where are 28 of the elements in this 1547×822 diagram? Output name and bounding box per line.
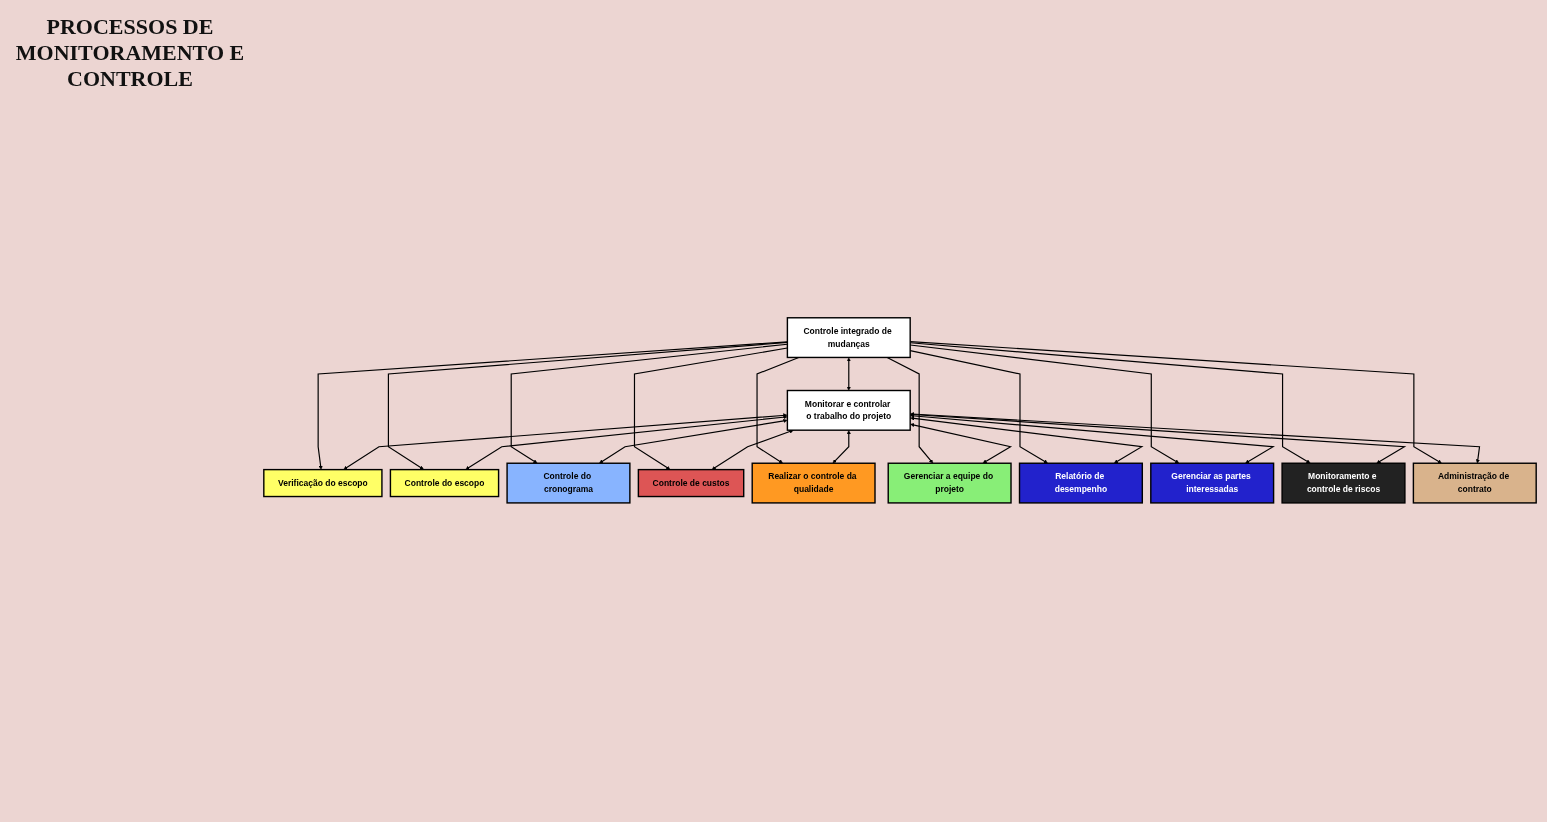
arrow: [886, 356, 934, 464]
arrow: [910, 413, 1275, 464]
arrow: [387, 341, 788, 470]
node-box: Relatório de desempenho: [1018, 462, 1143, 504]
node-box: Gerenciar a equipe do projeto: [887, 462, 1012, 504]
node-box: Realizar o controle da qualidade: [751, 462, 876, 504]
node-box: Controle do cronograma: [506, 462, 631, 504]
node-box: Controle de custos: [637, 468, 745, 497]
node-box: Monitorar e controlar o trabalho do projeto: [786, 389, 911, 431]
arrow: [633, 347, 788, 470]
node-box: Verificação do escopo: [263, 468, 383, 497]
arrow: [317, 340, 788, 470]
node-box: Controle do escopo: [389, 468, 500, 497]
arrow: [510, 343, 788, 464]
arrow: [711, 429, 794, 470]
node-box: Gerenciar as partes interessadas: [1150, 462, 1275, 504]
arrow: [910, 422, 1013, 464]
arrow: [756, 356, 800, 464]
arrow: [599, 418, 788, 464]
arrow: [343, 413, 788, 470]
diagram-title: PROCESSOS DE MONITORAMENTO E CONTROLE: [14, 14, 246, 92]
node-box: Controle integrado de mudanças: [786, 316, 911, 358]
arrow: [465, 414, 788, 470]
arrow: [846, 357, 851, 391]
arrow: [832, 429, 851, 464]
node-box: Administração de contrato: [1412, 462, 1537, 504]
node-box: Monitoramento e controle de riscos: [1281, 462, 1406, 504]
arrow: [910, 416, 1144, 464]
